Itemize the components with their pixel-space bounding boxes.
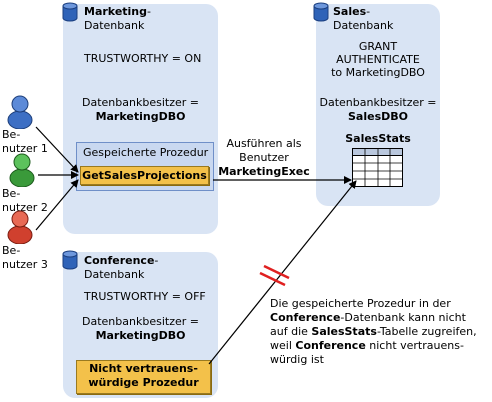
sales-db-title: Sales- (333, 5, 370, 19)
note-line-4: weil Conference nicht vertrauens- (270, 339, 464, 353)
user-icon[interactable] (8, 153, 36, 187)
untrusted-procedure-line-1: Nicht vertrauens- (89, 362, 198, 375)
conference-db-title: Conference- (84, 254, 158, 268)
note-conference-2: Conference (295, 339, 366, 352)
marketing-db-suffix: - (147, 5, 151, 18)
user-icon[interactable] (6, 210, 34, 244)
note-line-3: auf die SalesStats-Tabelle zugreifen, (270, 325, 477, 339)
broken-link-mark-2 (259, 271, 286, 287)
conference-db-suffix: - (154, 254, 159, 267)
untrusted-procedure-line-2: würdige Prozedur (88, 376, 199, 389)
user-icon[interactable] (6, 95, 34, 129)
marketing-db-name: Marketing (84, 5, 148, 18)
grant-line-2: AUTHENTICATE (336, 53, 420, 66)
database-icon (62, 2, 78, 22)
note-line-2: Conference-Datenbank kann nicht (270, 311, 466, 325)
marketing-db-panel (63, 4, 218, 234)
stored-procedure-label: Gespeicherte Prozedur (83, 146, 209, 159)
conference-owner-label: Datenbankbesitzer = (82, 315, 199, 328)
execute-as-line-1: Ausführen als (226, 137, 302, 150)
note-line-2-rest: -Datenbank kann nicht (340, 311, 466, 324)
note-line-3-pre: auf die (270, 325, 312, 338)
marketing-owner-value: MarketingDBO (95, 110, 186, 123)
note-line-4-pre: weil (270, 339, 296, 352)
sales-db-suffix: - (366, 5, 371, 18)
blocked-access-arrow (208, 180, 357, 365)
database-icon (62, 250, 78, 270)
user-2-label-a: Be- (2, 187, 21, 200)
conference-db-name: Conference (84, 254, 155, 267)
database-icon (313, 2, 329, 22)
sales-owner-value: SalesDBO (348, 110, 408, 123)
note-salesstats: SalesStats (311, 325, 377, 338)
marketing-trustworthy: TRUSTWORTHY = ON (84, 52, 202, 65)
sales-stats-table-label: SalesStats (345, 132, 411, 145)
conference-trustworthy: TRUSTWORTHY = OFF (84, 290, 206, 303)
grant-line-1: GRANT (358, 40, 398, 53)
sales-owner-label: Datenbankbesitzer = (319, 96, 437, 109)
note-line-4-rest: nicht vertrauens- (365, 339, 464, 352)
sales-db-name: Sales (333, 5, 367, 18)
conference-owner-value: MarketingDBO (95, 329, 186, 342)
grant-line-3: to MarketingDBO (331, 66, 425, 79)
note-conference-1: Conference (270, 311, 341, 324)
untrusted-procedure[interactable]: Nicht vertrauens- würdige Prozedur (76, 360, 211, 394)
note-line-1: Die gespeicherte Prozedur in der (270, 297, 451, 310)
marketing-owner-label: Datenbankbesitzer = (82, 96, 199, 109)
execute-as-line-3: MarketingExec (218, 165, 310, 178)
note-line-5: würdig ist (270, 353, 324, 366)
user-1-label-a: Be- (2, 128, 21, 141)
sales-db-sub: Datenbank (333, 19, 394, 32)
table-icon[interactable] (352, 148, 404, 188)
user-1-label-b: nutzer 1 (2, 142, 48, 155)
marketing-db-sub: Datenbank (84, 19, 145, 32)
get-sales-projections-procedure[interactable]: GetSalesProjections (80, 166, 209, 185)
user-3-arrow (35, 179, 79, 231)
execute-as-line-2: Benutzer (239, 151, 289, 164)
user-3-label-b: nutzer 3 (2, 258, 48, 271)
broken-link-mark-1 (263, 264, 290, 280)
user-1-arrow (35, 126, 79, 173)
marketing-db-title: Marketing- (84, 5, 151, 19)
conference-db-sub: Datenbank (84, 268, 145, 281)
user-2-label-b: nutzer 2 (2, 201, 48, 214)
note-line-3-rest: -Tabelle zugreifen, (376, 325, 477, 338)
user-3-label-a: Be- (2, 244, 21, 257)
